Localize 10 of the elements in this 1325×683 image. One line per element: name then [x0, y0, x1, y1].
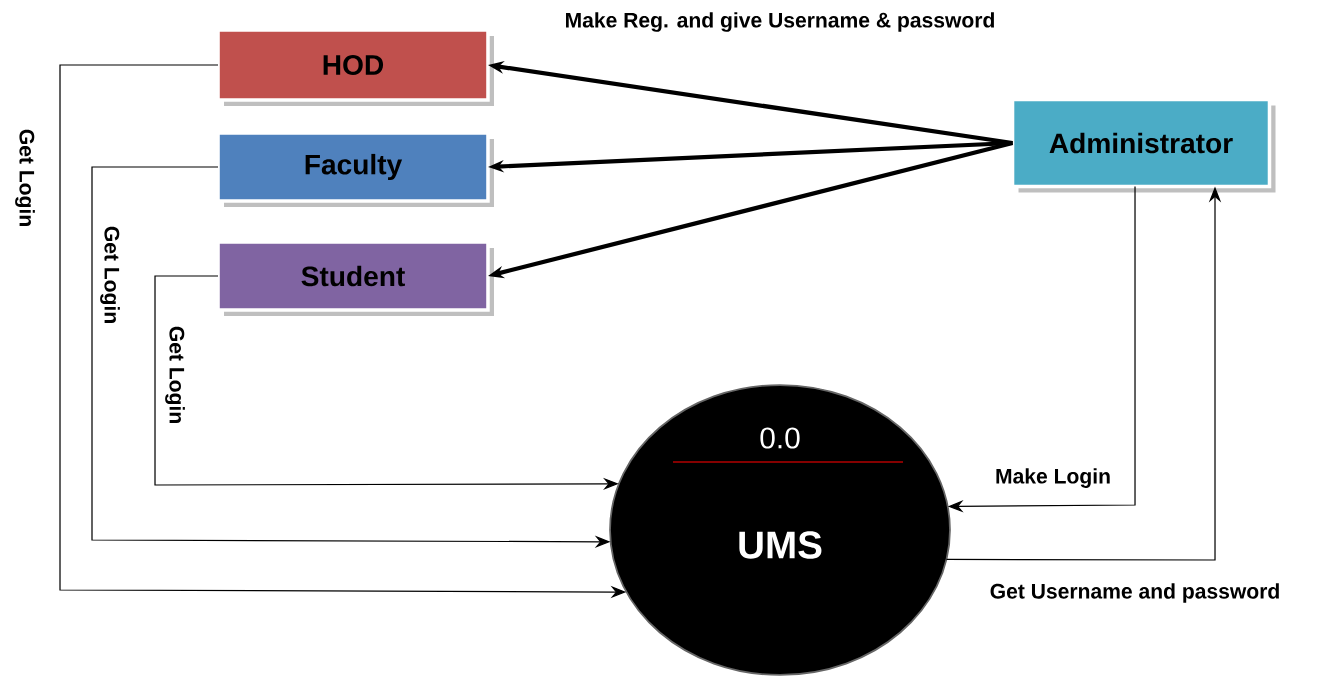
edge-label: Make Login	[993, 466, 1113, 490]
process-box: Administrator	[1010, 97, 1276, 193]
edge-label: Get Login	[13, 127, 37, 229]
edge-label: Get Login	[163, 324, 187, 426]
edge-label: Make Reg. and give Username & password	[562, 10, 998, 34]
process-box: HOD	[216, 28, 494, 106]
edge-label: Get Login	[98, 224, 122, 326]
process-box: Student	[216, 240, 494, 316]
process-box: Faculty	[216, 131, 494, 207]
edge-label: Get Username and password	[987, 581, 1283, 605]
